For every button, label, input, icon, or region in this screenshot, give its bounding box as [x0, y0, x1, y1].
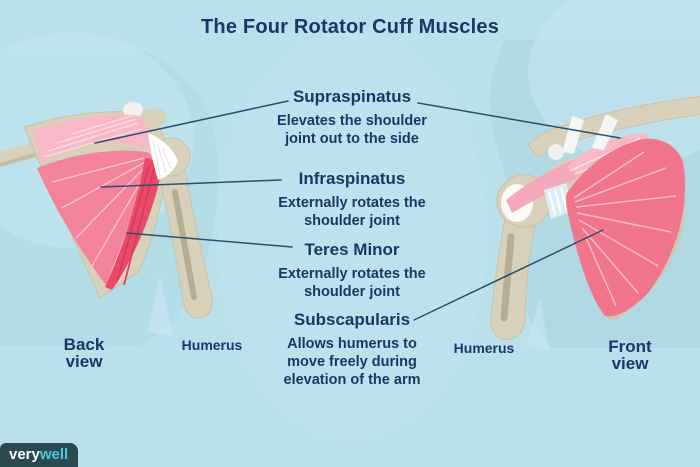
humerus-label-front: Humerus: [453, 340, 515, 356]
leader-line-teres-minor: [126, 232, 293, 248]
front-view-illustration: [490, 96, 700, 341]
ligament-attachment: [548, 144, 564, 160]
leader-line-supraspinatus-right: [417, 102, 621, 139]
back-wisp: [147, 276, 173, 336]
back-view-illustration: [0, 102, 213, 319]
subscapularis-fibers: [573, 151, 677, 307]
muscle-description: Externally rotates the shoulder joint: [278, 266, 426, 300]
humerus-label-back: Humerus: [181, 337, 243, 353]
muscle-name: Teres Minor: [304, 240, 400, 259]
label-subscapularis: Subscapularis Allows humerus to move fre…: [227, 310, 477, 389]
verywell-logo: verywell: [0, 443, 79, 467]
infraspinatus-muscle: [37, 150, 154, 289]
center-highlight: [217, 30, 487, 440]
ligament: [592, 114, 618, 150]
humerus-shaft-shadow: [500, 233, 515, 322]
ligament: [562, 116, 584, 154]
muscle-name: Supraspinatus: [292, 87, 412, 106]
muscle-description: Elevates the shoulder joint out to the s…: [277, 113, 427, 147]
muscle-description: Externally rotates the shoulder joint: [278, 195, 426, 229]
leader-lines: [94, 100, 621, 321]
leader-line-subscapularis: [413, 229, 604, 321]
muscle-description: Allows humerus to move freely during ele…: [283, 336, 421, 388]
muscle-name: Subscapularis: [293, 310, 411, 329]
tendon-fibers: [152, 140, 172, 177]
logo-text-well: well: [39, 446, 69, 463]
label-infraspinatus: Infraspinatus Externally rotates the sho…: [227, 169, 477, 230]
leader-line-supraspinatus-left: [94, 100, 289, 144]
acromion-highlight: [123, 102, 143, 118]
front-wisp: [526, 298, 549, 350]
tendon-sheath-stripes: [548, 187, 568, 216]
label-teres-minor: Teres Minor Externally rotates the shoul…: [227, 240, 477, 301]
supraspinatus-fibers: [43, 115, 142, 158]
logo-text-very: very: [9, 446, 40, 463]
back-view-label: Back view: [63, 335, 105, 371]
muscle-name: Infraspinatus: [298, 169, 406, 188]
front-view-label: Front view: [608, 337, 652, 373]
page-title: The Four Rotator Cuff Muscles: [200, 16, 500, 38]
label-supraspinatus: Supraspinatus Elevates the shoulder join…: [227, 87, 477, 148]
leader-line-infraspinatus: [100, 179, 282, 188]
humerus-shaft-shadow: [172, 189, 197, 300]
